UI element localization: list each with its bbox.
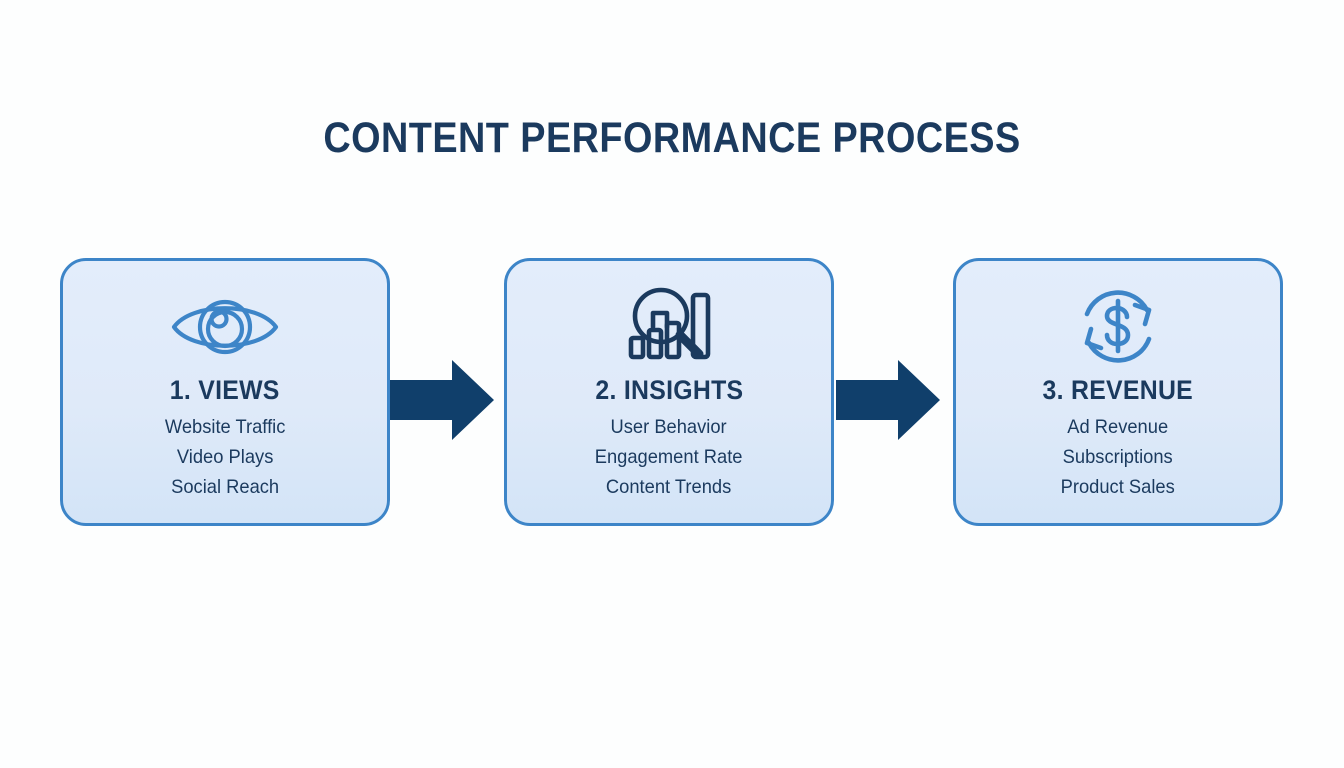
step-lines: Ad Revenue Subscriptions Product Sales (1057, 412, 1178, 502)
step-heading: 1. VIEWS (170, 375, 280, 405)
step-heading: 2. INSIGHTS (595, 375, 743, 405)
step-card-views[interactable]: 1. VIEWS Website Traffic Video Plays Soc… (60, 258, 390, 526)
step-lines: User Behavior Engagement Rate Content Tr… (590, 412, 747, 502)
step-line: Ad Revenue (1067, 416, 1169, 438)
step-heading: 3. REVENUE (1042, 375, 1194, 405)
step-line: Engagement Rate (595, 446, 743, 468)
magnifier-bar-chart-icon (623, 281, 715, 373)
eye-icon (170, 281, 280, 373)
dollar-cycle-icon (1075, 281, 1161, 373)
step-card-revenue[interactable]: 3. REVENUE Ad Revenue Subscriptions Prod… (953, 258, 1283, 526)
step-line: Social Reach (170, 476, 280, 498)
step-line: Product Sales (1060, 476, 1176, 498)
step-card-insights[interactable]: 2. INSIGHTS User Behavior Engagement Rat… (504, 258, 834, 526)
step-line: Content Trends (606, 476, 732, 498)
step-lines: Website Traffic Video Plays Social Reach (161, 412, 289, 502)
right-arrow-icon (390, 358, 494, 442)
right-arrow-icon (836, 358, 940, 442)
step-line: Subscriptions (1062, 446, 1174, 468)
step-line: Website Traffic (164, 416, 286, 438)
step-line: Video Plays (176, 446, 274, 468)
step-line: User Behavior (610, 416, 728, 438)
page-title: CONTENT PERFORMANCE PROCESS (323, 114, 1021, 162)
